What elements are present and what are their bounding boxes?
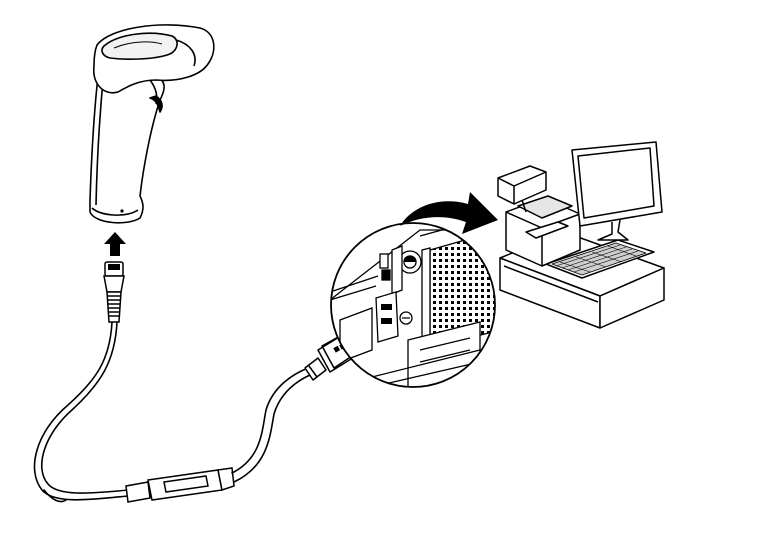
curved-arrow-icon bbox=[400, 192, 498, 234]
scanner-cable-connector bbox=[103, 261, 125, 323]
pos-terminal bbox=[497, 141, 665, 329]
inline-ferrite bbox=[125, 467, 235, 503]
customer-display bbox=[497, 165, 547, 205]
trigger bbox=[149, 95, 163, 113]
pc-usb-port-detail bbox=[330, 222, 496, 388]
monitor bbox=[571, 141, 663, 241]
insert-arrow-up-icon bbox=[104, 232, 126, 256]
scanner-handle bbox=[89, 59, 165, 224]
magnifier-ring bbox=[330, 222, 496, 388]
scan-window-icon bbox=[101, 32, 178, 60]
barcode-scanner bbox=[89, 24, 215, 224]
usb-cable bbox=[33, 321, 313, 503]
usb-port-icon bbox=[375, 291, 399, 343]
